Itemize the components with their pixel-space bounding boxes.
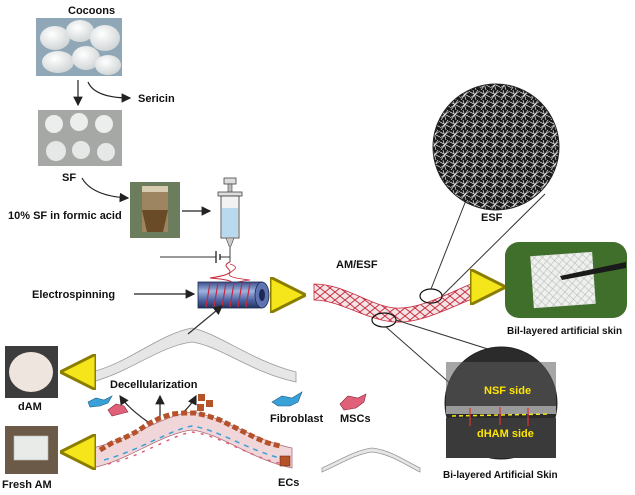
electrospinning-label: Electrospinning [32, 289, 115, 301]
bilayered-cross-section-image [444, 346, 558, 460]
cocoons-label: Cocoons [68, 5, 115, 17]
sf-label: SF [62, 172, 76, 184]
rotating-collector-icon [197, 281, 270, 309]
legend-ec-label: ECs [278, 477, 299, 489]
voltage-source-icon [160, 251, 230, 263]
arrow-sf-to-solution [81, 177, 130, 203]
arrow-to-sericin [87, 81, 132, 103]
am-esf-label: AM/ESF [336, 259, 378, 271]
dham-side-label: dHAM side [477, 428, 534, 440]
esf-sem-image [432, 83, 560, 211]
bilayered-skin-label: Bil-layered artificial skin [507, 326, 622, 337]
syringe-icon [217, 177, 243, 262]
fresh-am-label: Fresh AM [2, 479, 52, 491]
dam-label: dAM [18, 401, 42, 413]
am-esf-scaffold [313, 281, 481, 323]
legend-membrane-icon [321, 447, 421, 473]
nsf-side-label: NSF side [484, 385, 531, 397]
sf-formic-label: 10% SF in formic acid [8, 210, 122, 222]
legend-msc-icon [339, 393, 367, 411]
sf-solution-photo [130, 182, 180, 238]
legend-msc-label: MSCs [340, 413, 371, 425]
arrow-dam-to-collector [187, 305, 223, 335]
bilayered-skin-photo [505, 242, 627, 318]
decellularization-label: Decellularization [110, 379, 198, 391]
arrow-decell-left [119, 395, 149, 423]
legend-fibroblast-icon [271, 391, 303, 407]
dam-photo [5, 346, 58, 398]
released-ec-icon [197, 394, 213, 411]
zoom-line-esf-2 [441, 193, 546, 297]
fresh-am-tissue [91, 410, 293, 469]
cross-section-caption: Bi-layered Artificial Skin [443, 470, 558, 481]
zoom-line-cross-1 [385, 326, 453, 386]
dam-membrane-shape [91, 327, 297, 383]
released-msc-icon [107, 403, 129, 417]
legend-fibroblast-label: Fibroblast [270, 413, 324, 425]
legend-ec-icon [279, 455, 291, 467]
fresh-am-photo [5, 426, 58, 474]
esf-label: ESF [481, 212, 503, 224]
cocoons-photo [36, 18, 122, 76]
sf-photo [38, 110, 122, 166]
sericin-label: Sericin [138, 93, 175, 105]
released-fibroblast-icon [87, 395, 113, 408]
